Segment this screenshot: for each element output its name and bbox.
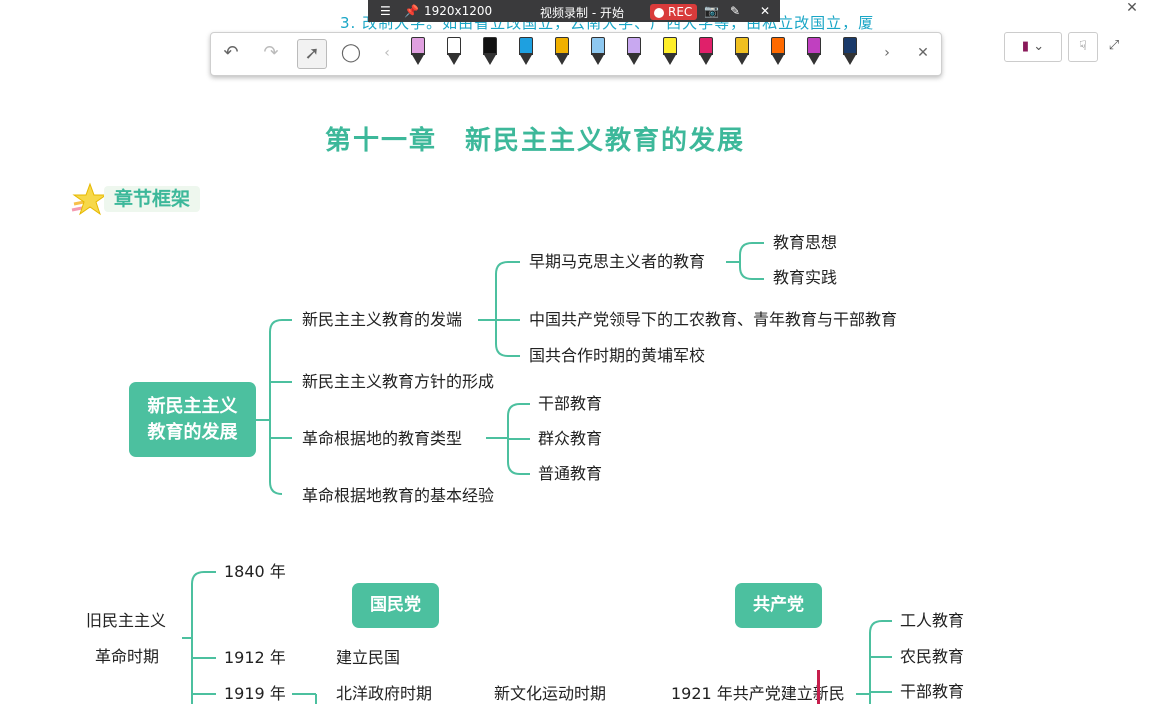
branch-types: 革命根据地的教育类型	[302, 429, 463, 448]
fountain-pen-icon[interactable]	[841, 37, 857, 67]
pen-icon[interactable]	[553, 37, 569, 67]
note-1912: 建立民国	[336, 648, 401, 667]
culture-movement: 新文化运动时期	[494, 684, 607, 703]
node-general: 普通教育	[538, 464, 603, 483]
era-label-2: 革命时期	[95, 647, 160, 666]
scroll-left-icon[interactable]: ‹	[384, 45, 390, 61]
recorder-title: 视频录制 - 开始	[540, 6, 624, 20]
scroll-right-icon[interactable]: ›	[884, 45, 890, 61]
window-close-icon[interactable]: ✕	[1126, 0, 1138, 16]
chapter-title: 第十一章 新民主主义教育的发展	[324, 126, 745, 156]
pin-icon[interactable]: 📌	[404, 4, 419, 18]
mindmap-root: 新民主主义 教育的发展	[129, 382, 256, 457]
undo-icon[interactable]: ↶	[223, 42, 239, 63]
node-early-marxist: 早期马克思主义者的教育	[529, 252, 706, 271]
pen-icon[interactable]	[517, 37, 533, 67]
notebook-dropdown[interactable]: ▮ ⌄	[1004, 32, 1062, 62]
highlighter-icon[interactable]	[625, 37, 641, 67]
star-icon	[71, 182, 108, 216]
side-tools: ▮ ⌄ ☟ ⤢	[1004, 32, 1128, 62]
node-whampoa: 国共合作时期的黄埔军校	[529, 346, 706, 365]
expand-icon[interactable]: ⤢	[1102, 32, 1126, 60]
record-dot-icon	[654, 8, 664, 18]
root-line-2: 教育的发展	[147, 422, 238, 443]
pen-toolbar: ↶ ↷ ➚ ◯ ‹ › ✕	[210, 32, 942, 76]
year-1921: 1921 年共产党建立新民	[671, 684, 845, 703]
root-line-1: 新民主主义	[147, 396, 238, 417]
pencil-icon[interactable]: ✎	[730, 4, 741, 18]
camera-icon[interactable]: 📷	[704, 4, 719, 18]
redo-icon[interactable]: ↷	[263, 42, 279, 63]
highlighter-icon[interactable]	[589, 37, 605, 67]
menu-icon[interactable]: ☰	[380, 4, 391, 18]
branch-experience: 革命根据地教育的基本经验	[302, 486, 495, 505]
kmt-badge: 国民党	[352, 583, 439, 628]
year-1919: 1919 年	[224, 684, 286, 703]
edu-peasants: 农民教育	[900, 647, 965, 666]
pen-icon[interactable]	[733, 37, 749, 67]
year-1912: 1912 年	[224, 648, 286, 667]
year-1840: 1840 年	[224, 562, 286, 581]
pen-icon[interactable]	[481, 37, 497, 67]
branch-policy: 新民主主义教育方针的形成	[302, 372, 495, 391]
marker-icon[interactable]	[805, 37, 821, 67]
touch-write-icon[interactable]: ☟	[1068, 32, 1098, 62]
node-cadre: 干部教育	[538, 394, 603, 413]
resolution-label: 1920x1200	[424, 4, 493, 18]
notebook-icon: ▮	[1021, 39, 1030, 54]
pen-cursor-mark	[817, 670, 820, 704]
select-cursor-icon[interactable]: ➚	[297, 39, 327, 69]
pen-icon[interactable]	[769, 37, 785, 67]
edu-workers: 工人教育	[900, 611, 965, 630]
close-icon[interactable]: ✕	[760, 4, 771, 18]
cpc-badge: 共产党	[735, 583, 822, 628]
recorder-strip: ☰ 📌 1920x1200 视频录制 - 开始 REC 📷 ✎ ✕	[368, 0, 780, 22]
node-mass: 群众教育	[538, 429, 603, 448]
rec-button[interactable]: REC	[650, 4, 698, 20]
edu-cadres: 干部教育	[900, 682, 965, 701]
pen-outline-icon[interactable]	[445, 37, 461, 67]
era-label-1: 旧民主主义	[86, 611, 167, 630]
node-practice: 教育实践	[773, 268, 838, 287]
node-cpc-education: 中国共产党领导下的工农教育、青年教育与干部教育	[529, 310, 898, 329]
node-thought: 教育思想	[773, 233, 838, 252]
close-toolbar-icon[interactable]: ✕	[917, 45, 929, 61]
lasso-icon[interactable]: ◯	[340, 42, 362, 63]
highlighter-icon[interactable]	[409, 37, 425, 67]
pen-icon[interactable]	[697, 37, 713, 67]
highlighter-icon[interactable]	[661, 37, 677, 67]
section-badge: 章节框架	[104, 186, 201, 212]
note-1919: 北洋政府时期	[336, 684, 433, 703]
branch-origin: 新民主主义教育的发端	[302, 310, 463, 329]
